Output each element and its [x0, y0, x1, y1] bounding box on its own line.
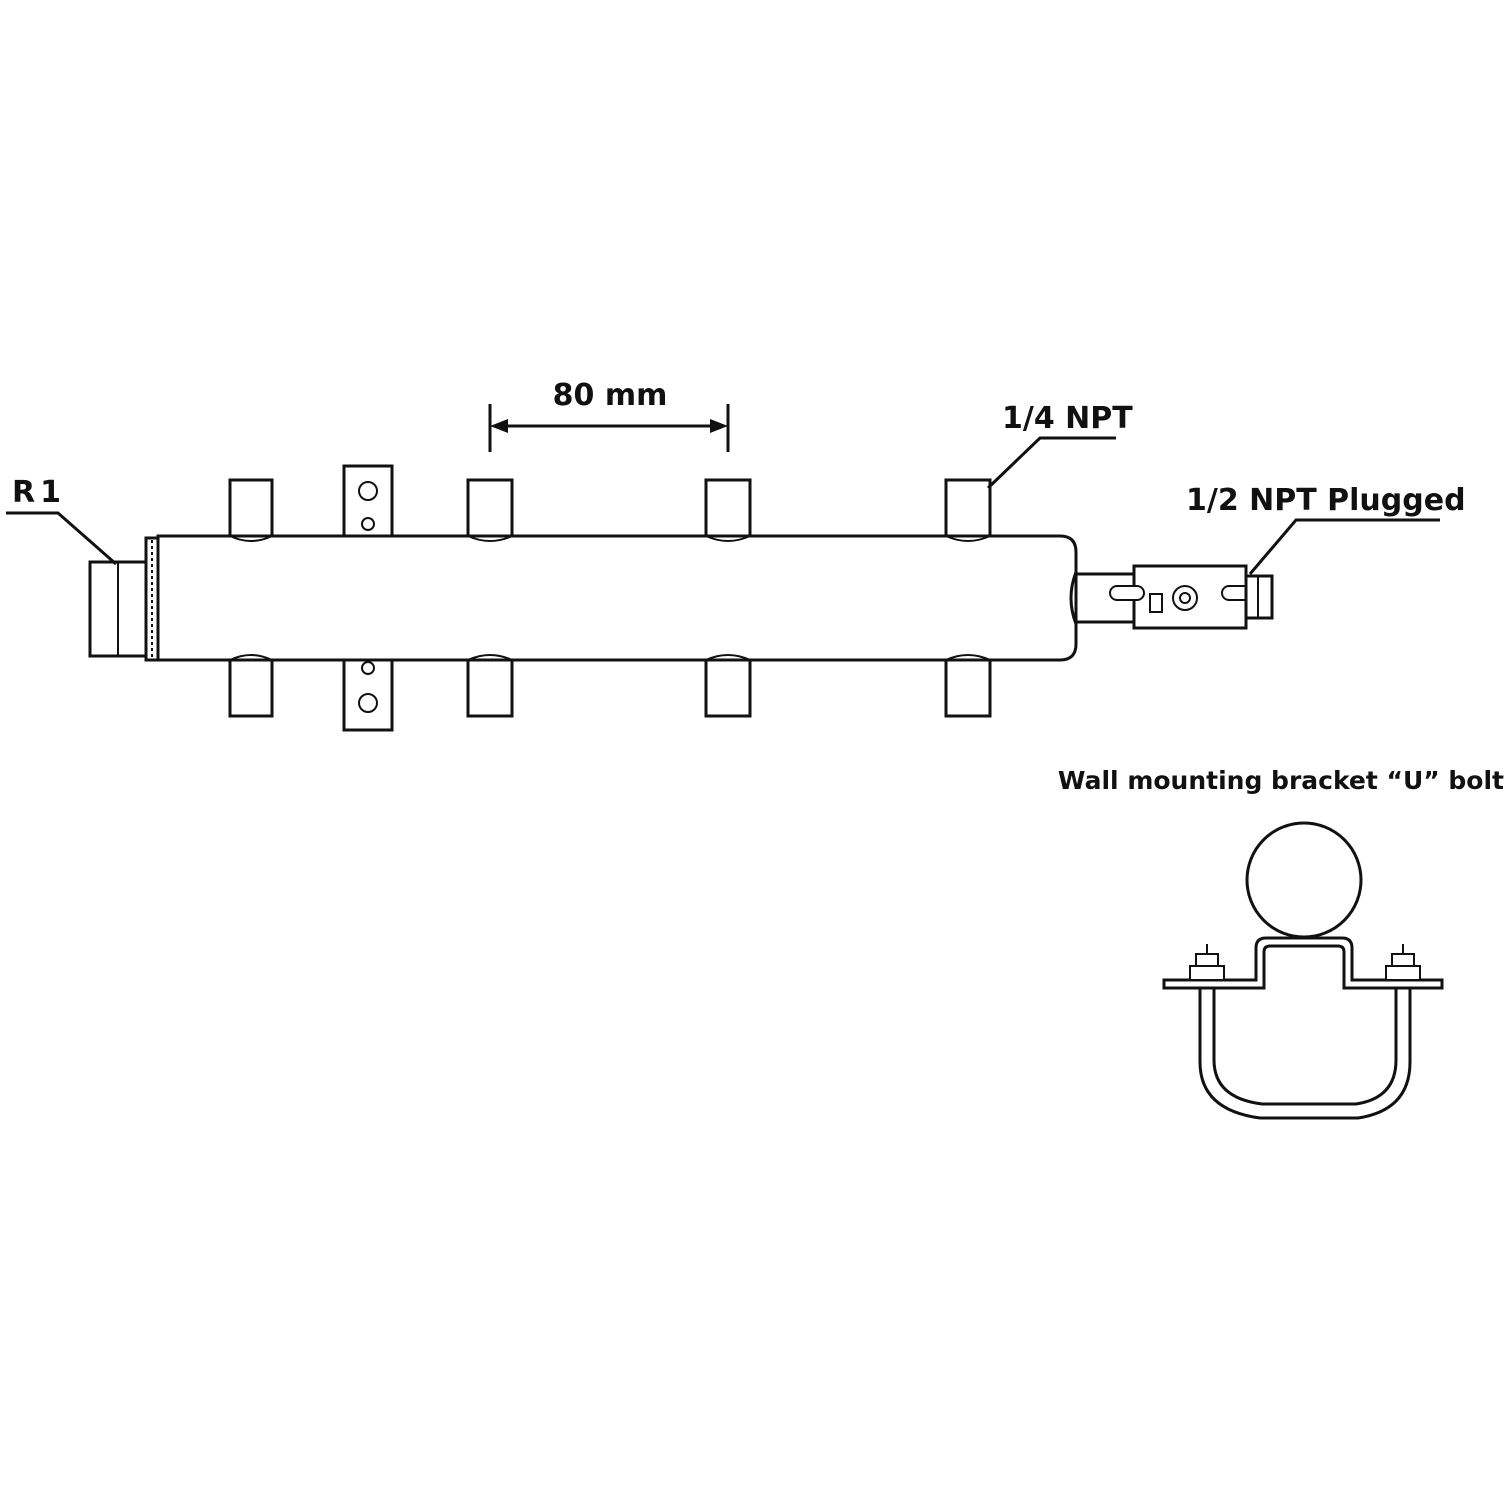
outlet-port-bottom-3: [704, 654, 752, 718]
inlet-leader: [6, 511, 117, 566]
outlet-leader: [986, 436, 1116, 490]
outlet-port-top-2: [466, 478, 514, 542]
inlet-label: R1: [12, 475, 66, 510]
mounting-plate-top: [342, 464, 394, 538]
end-port-label: 1/2 NPT Plugged: [1186, 483, 1466, 518]
u-bolt-bracket: [1162, 821, 1444, 1120]
end-port-leader: [1248, 518, 1440, 575]
outlet-ports-label: 1/4 NPT: [1002, 401, 1133, 436]
bracket-title: Wall mounting bracket “U” bolt: [1058, 766, 1504, 795]
outlet-port-top-4: [944, 478, 992, 542]
bottom-outlets: [228, 654, 992, 718]
pipe-section: [1245, 821, 1363, 939]
manifold-body: [156, 534, 1078, 662]
mounting-plate-bottom: [342, 658, 394, 732]
outlet-port-bottom-2: [466, 654, 514, 718]
outlet-port-bottom-4: [944, 654, 992, 718]
outlet-port-bottom-1: [228, 654, 274, 718]
inlet-fitting: [88, 536, 160, 662]
end-plug-valve: [1069, 564, 1274, 630]
outlet-port-top-3: [704, 478, 752, 542]
spacing-label: 80 mm: [553, 378, 668, 413]
outlet-port-top-1: [228, 478, 274, 542]
top-outlets: [228, 478, 992, 542]
spacing-dimension: [488, 404, 730, 452]
